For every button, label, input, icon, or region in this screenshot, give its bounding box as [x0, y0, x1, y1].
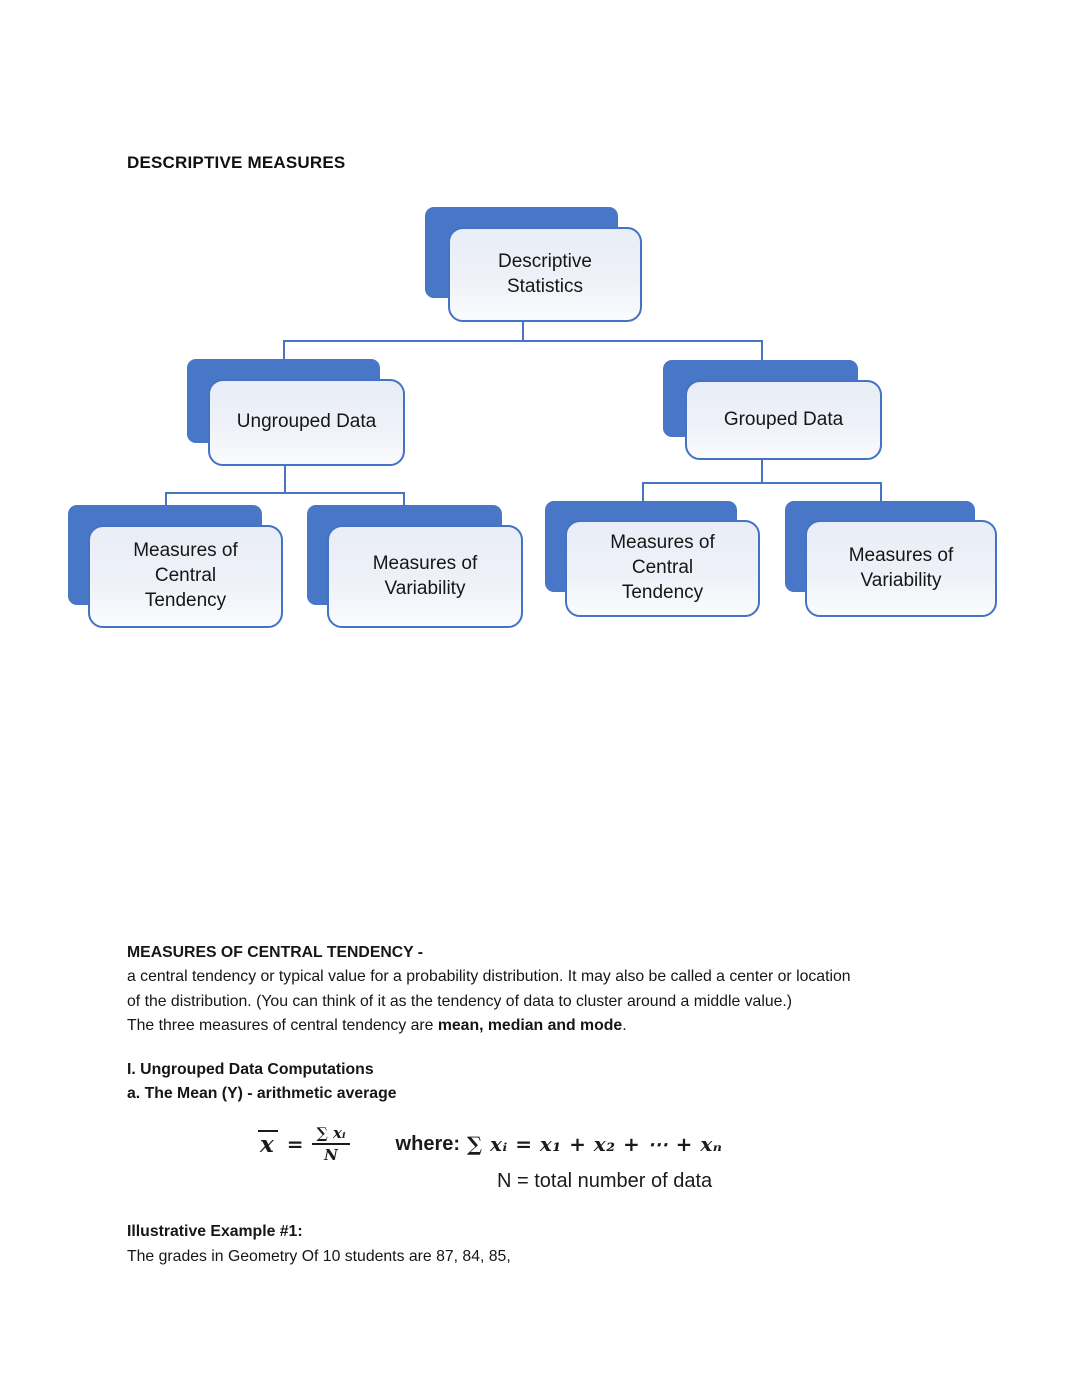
node-label-grouped-variability: Measures of Variability — [848, 544, 954, 591]
node-label-ungrouped-data: Ungrouped Data — [236, 411, 377, 433]
page-title: DESCRIPTIVE MEASURES — [127, 153, 346, 172]
computations-heading: I. Ungrouped Data Computations — [127, 1061, 374, 1078]
x-bar-symbol: x — [258, 1130, 278, 1157]
connector-to-right-central — [642, 482, 644, 502]
node-grouped-variability: Measures of Variability — [805, 520, 997, 617]
line3-prefix: The three measures of central tendency a… — [127, 1016, 438, 1034]
node-label-ungrouped-central-tendency: Measures of Central Tendency — [133, 540, 238, 611]
connector-level1-horizontal — [283, 340, 763, 342]
node-grouped-central-tendency: Measures of Central Tendency — [565, 520, 760, 617]
sum-expansion: ∑ xᵢ = x₁ + x₂ + ⋯ + xₙ — [467, 1132, 723, 1156]
connector-right-horizontal — [642, 482, 882, 484]
connector-grouped-down — [761, 460, 763, 484]
connector-to-ungrouped — [283, 340, 285, 360]
connector-root-down — [522, 322, 524, 342]
connector-to-grouped — [761, 340, 763, 361]
central-tendency-section: MEASURES OF CENTRAL TENDENCY - a central… — [127, 941, 972, 1038]
connector-ungrouped-down — [284, 466, 286, 494]
example-section: Illustrative Example #1: The grades in G… — [127, 1220, 972, 1269]
node-descriptive-statistics: Descriptive Statistics — [448, 227, 642, 322]
node-label-grouped-central-tendency: Measures of Central Tendency — [610, 532, 715, 603]
connector-to-left-central — [165, 492, 167, 506]
computations-subheading: a. The Mean (Y) - arithmetic average — [127, 1085, 397, 1103]
connector-to-right-variability — [880, 482, 882, 502]
equals-sign: = — [286, 1132, 304, 1156]
fraction-sum-over-n: ∑ xᵢ N — [312, 1124, 350, 1164]
example-heading: Illustrative Example #1: — [127, 1223, 303, 1240]
mean-formula: x = ∑ xᵢ N where: ∑ xᵢ = x₁ + x₂ + ⋯ + x… — [258, 1124, 722, 1164]
line3-suffix: . — [622, 1016, 627, 1034]
connector-to-left-variability — [403, 492, 405, 506]
fraction-numerator: ∑ xᵢ — [312, 1124, 350, 1145]
central-tendency-line1: a central tendency or typical value for … — [127, 968, 851, 986]
formula-note: N = total number of data — [497, 1170, 713, 1192]
node-label-descriptive-statistics: Descriptive Statistics — [498, 250, 592, 297]
node-grouped-data: Grouped Data — [685, 380, 882, 460]
node-label-ungrouped-variability: Measures of Variability — [372, 552, 478, 599]
node-ungrouped-variability: Measures of Variability — [327, 525, 523, 628]
node-label-grouped-data: Grouped Data — [723, 408, 844, 430]
computations-section: I. Ungrouped Data Computations a. The Me… — [127, 1058, 972, 1107]
central-tendency-line2: of the distribution. (You can think of i… — [127, 992, 793, 1010]
central-tendency-heading: MEASURES OF CENTRAL TENDENCY - — [127, 944, 424, 961]
node-ungrouped-data: Ungrouped Data — [208, 379, 405, 466]
line3-bold: mean, median and mode — [437, 1016, 623, 1034]
node-ungrouped-central-tendency: Measures of Central Tendency — [88, 525, 283, 628]
fraction-denominator: N — [324, 1146, 338, 1164]
connector-left-horizontal — [165, 492, 405, 494]
where-label: where: — [395, 1132, 461, 1155]
central-tendency-line3: The three measures of central tendency a… — [127, 1014, 972, 1038]
example-body: The grades in Geometry Of 10 students ar… — [127, 1247, 511, 1265]
